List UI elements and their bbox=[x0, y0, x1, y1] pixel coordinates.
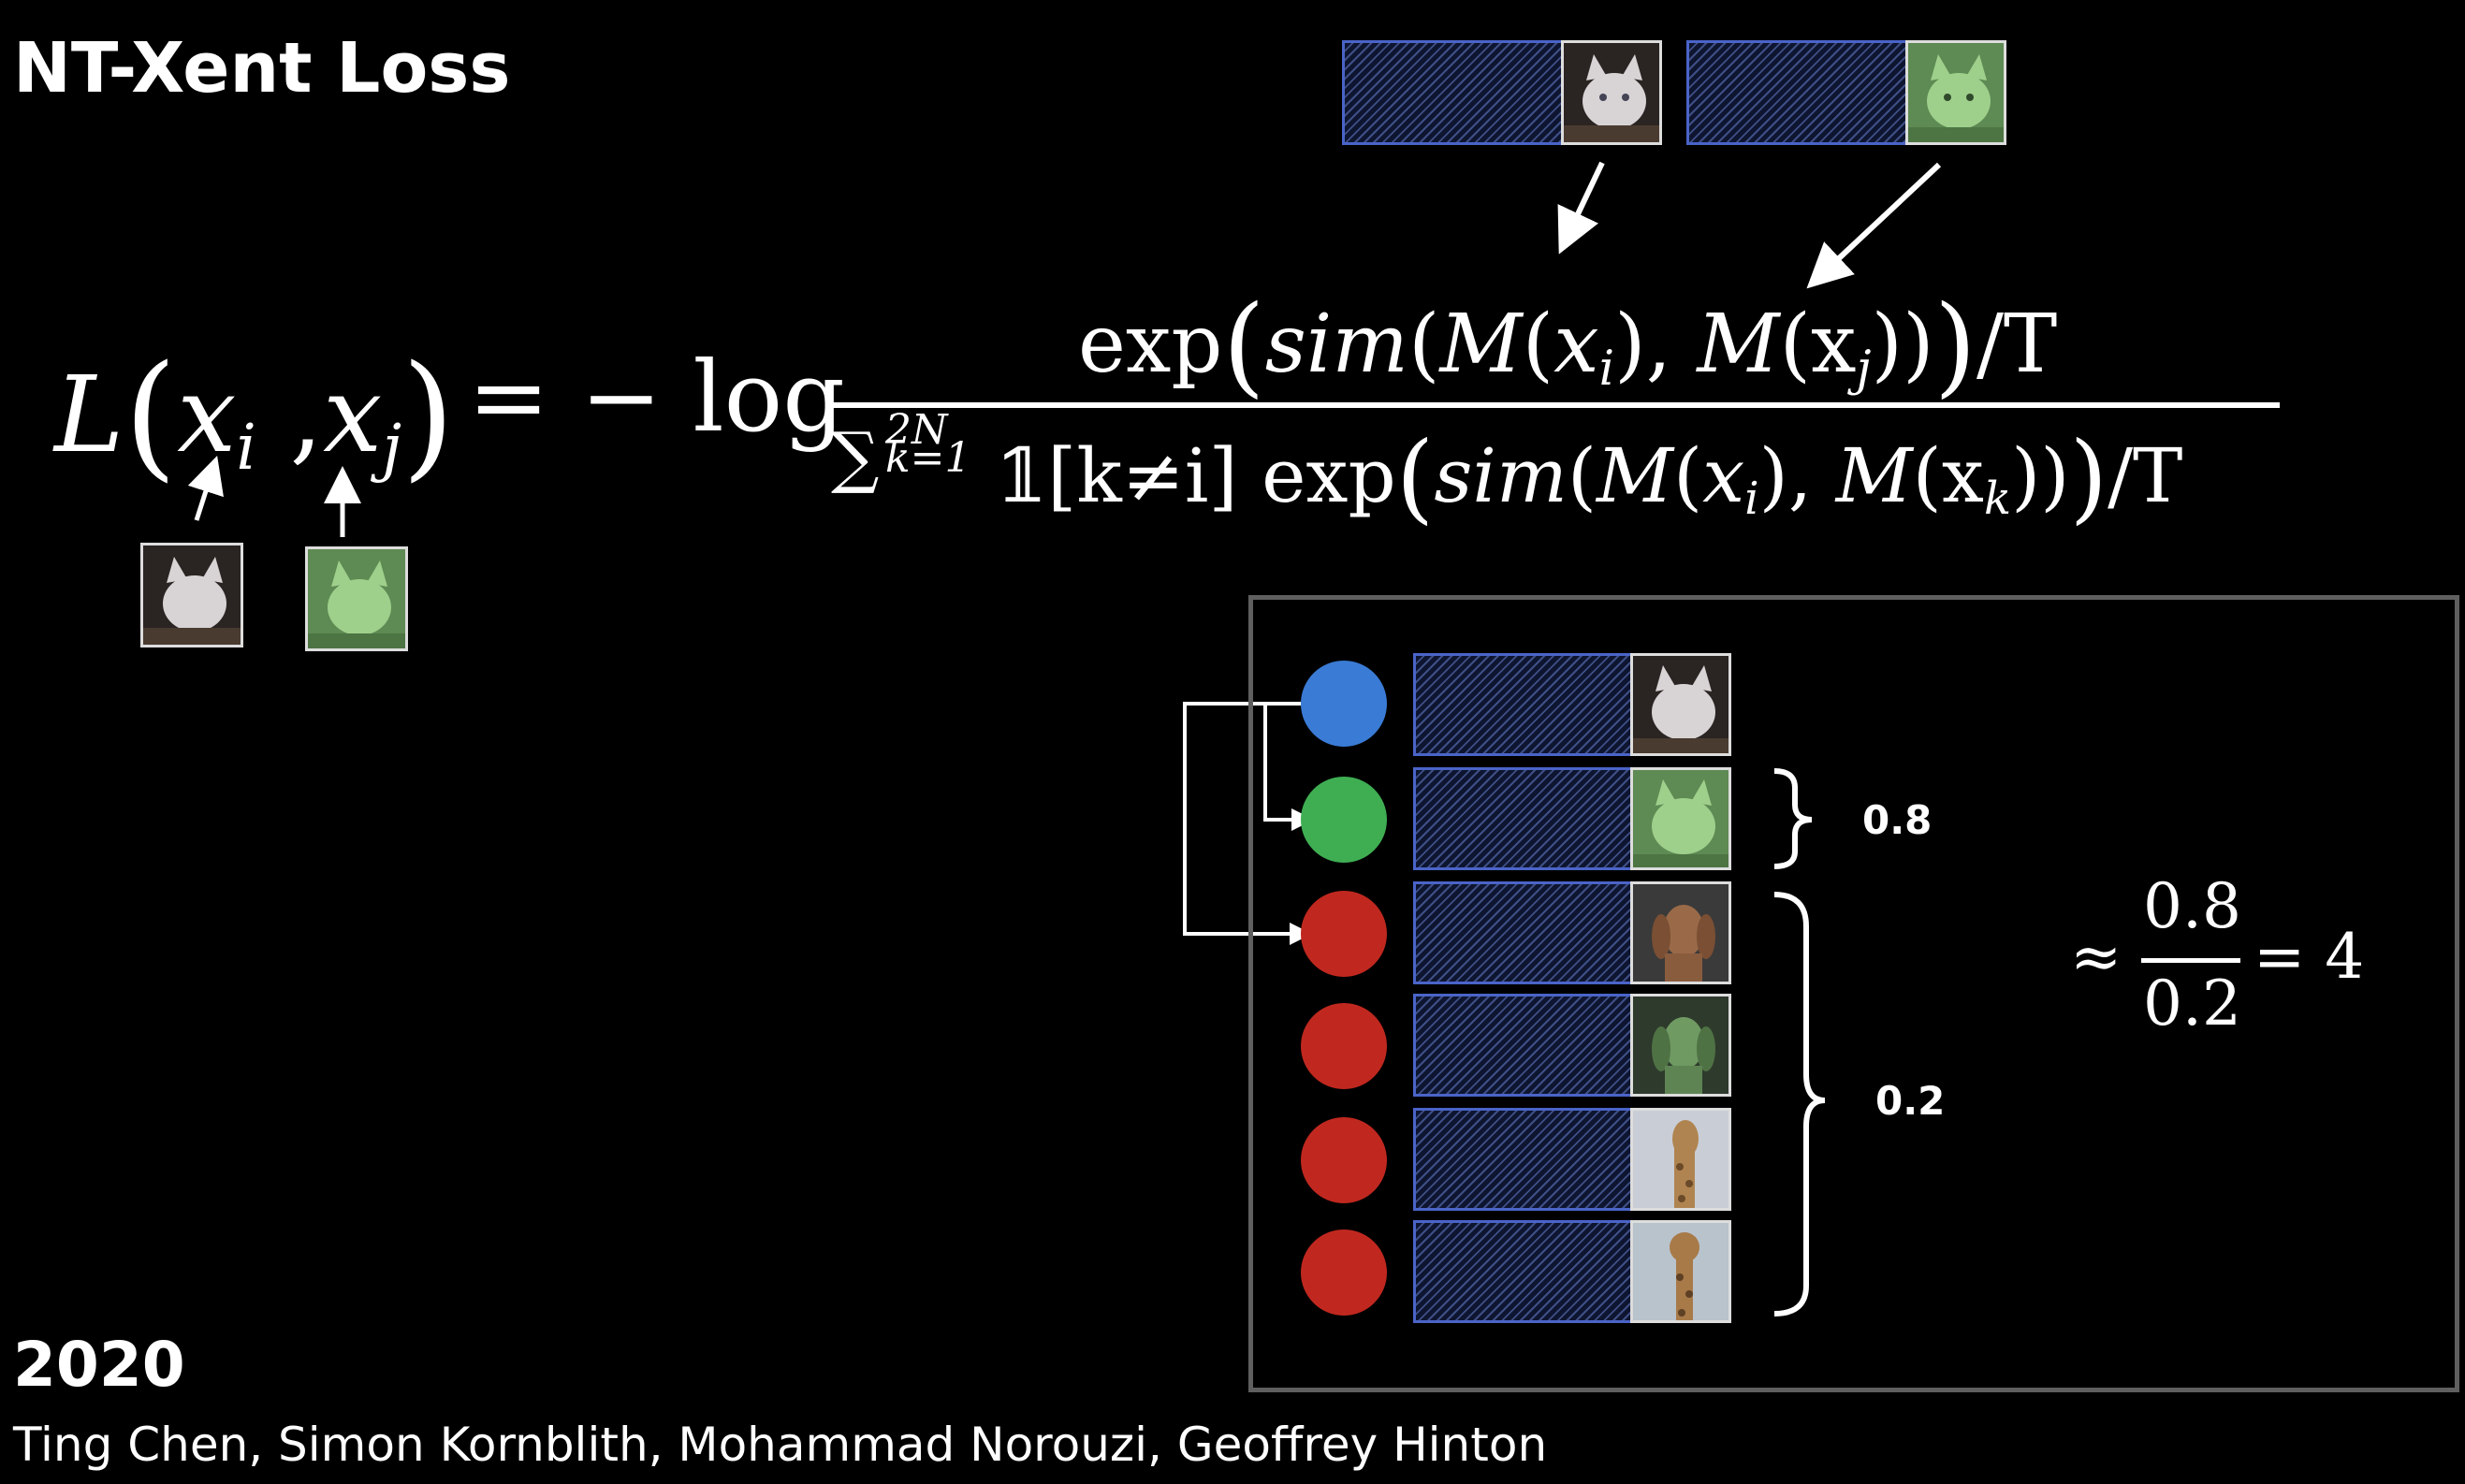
anchor-dot bbox=[1301, 661, 1387, 747]
m-numerator-2: M bbox=[1697, 298, 1780, 391]
giraffe-image-2 bbox=[1630, 1220, 1731, 1323]
x-i-base: x bbox=[177, 355, 237, 476]
giraffe-image bbox=[1630, 1108, 1731, 1211]
fraction-bar bbox=[831, 402, 2280, 408]
cat-green-thumbnail-xj bbox=[305, 546, 408, 651]
brace-positive bbox=[1773, 768, 1813, 869]
k-denominator: k bbox=[1984, 473, 2012, 526]
i-numerator: i bbox=[1598, 341, 1615, 398]
sum-upper: 2N bbox=[885, 405, 948, 454]
loss-symbol: L bbox=[54, 355, 124, 476]
equals-minus-log: = − log bbox=[468, 340, 845, 454]
arrow-to-numerator-xi bbox=[1557, 161, 1605, 255]
x-denominator-2: x bbox=[1941, 432, 1984, 519]
slide-title: NT-Xent Loss bbox=[13, 28, 511, 109]
connector-anchor-to-positive-drop bbox=[1263, 704, 1314, 831]
author-list: Ting Chen, Simon Kornblith, Mohammad Nor… bbox=[13, 1418, 1548, 1472]
sim-numerator: sim bbox=[1264, 298, 1408, 391]
cat-white-thumbnail-top bbox=[1561, 40, 1662, 145]
m-denominator-2: M bbox=[1835, 432, 1913, 519]
dog-green-image bbox=[1630, 994, 1731, 1097]
negative-similarity-label: 0.2 bbox=[1875, 1078, 1946, 1124]
arrow-to-numerator-xj bbox=[1806, 162, 1942, 289]
divide-t-numerator: /T bbox=[1976, 298, 2058, 391]
indicator: 𝟙[k≠i] bbox=[995, 432, 1238, 519]
m-numerator-1: M bbox=[1439, 298, 1523, 391]
negative-dot-3 bbox=[1301, 1117, 1387, 1203]
publication-year: 2020 bbox=[13, 1329, 185, 1401]
divide-t-denominator: /T bbox=[2108, 432, 2183, 519]
j-numerator: j bbox=[1856, 341, 1872, 398]
sim-denominator: sim bbox=[1434, 432, 1568, 519]
ratio-bar bbox=[2141, 958, 2240, 963]
x-j-base: x bbox=[323, 355, 383, 476]
dog-image bbox=[1630, 881, 1731, 984]
i-denominator: i bbox=[1744, 473, 1759, 526]
cat-white-image bbox=[1630, 653, 1731, 756]
x-numerator-2: x bbox=[1811, 298, 1857, 391]
ratio-result: = 4 bbox=[2254, 921, 2365, 993]
connector-anchor-to-negative bbox=[1183, 702, 1312, 945]
ratio-numerator: 0.8 bbox=[2143, 870, 2241, 942]
approx-symbol: ≈ bbox=[2070, 921, 2122, 993]
m-denominator-1: M bbox=[1597, 432, 1673, 519]
x-i-subscript: i bbox=[236, 410, 256, 484]
negative-dot-2 bbox=[1301, 1003, 1387, 1089]
negative-dot-1 bbox=[1301, 891, 1387, 977]
positive-dot bbox=[1301, 777, 1387, 863]
negative-dot-4 bbox=[1301, 1229, 1387, 1316]
sum-lower: k=1 bbox=[885, 434, 971, 483]
loss-lhs: L(xi ,xj) bbox=[54, 336, 455, 495]
cat-green-image bbox=[1630, 767, 1731, 870]
x-numerator-1: x bbox=[1553, 298, 1599, 391]
positive-similarity-label: 0.8 bbox=[1862, 797, 1933, 843]
cat-green-thumbnail-top bbox=[1905, 40, 2006, 145]
batch-similarity-frame bbox=[1248, 595, 2459, 1392]
x-denominator-1: x bbox=[1702, 432, 1745, 519]
brace-negatives bbox=[1773, 892, 1826, 1317]
ratio-denominator: 0.2 bbox=[2143, 968, 2241, 1040]
exp-numerator: exp bbox=[1078, 298, 1223, 391]
exp-denominator: exp bbox=[1262, 432, 1396, 519]
numerator: exp(sim(M(xi), M(xj)))/T bbox=[1078, 282, 2058, 409]
arrow-to-xi bbox=[187, 455, 224, 521]
x-j-subscript: j bbox=[382, 410, 402, 484]
sum-symbol: ∑ bbox=[831, 417, 880, 497]
cat-white-thumbnail-xi bbox=[140, 543, 243, 647]
